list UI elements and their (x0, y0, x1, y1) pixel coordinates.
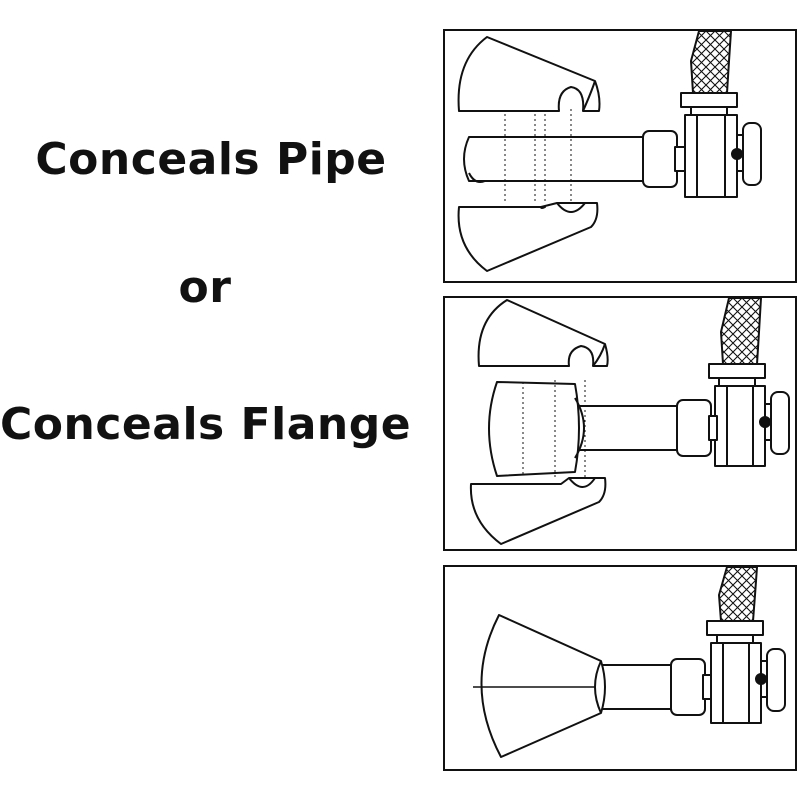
braided-hose (719, 567, 757, 621)
braided-hose (691, 31, 731, 93)
valve-body (715, 386, 765, 466)
escutcheon-assembled-illustration (445, 567, 795, 769)
valve-body (711, 643, 761, 723)
diagram-panel-conceals-pipe (443, 29, 797, 283)
compression-nut (681, 93, 737, 107)
pipe-escutcheon-exploded-illustration (445, 31, 795, 281)
valve-handle-icon (771, 392, 789, 454)
escutcheon-bottom-half (471, 478, 606, 544)
valve-handle-icon (743, 123, 761, 185)
caption-conceals-pipe: Conceals Pipe (35, 134, 387, 185)
escutcheon-top-half (479, 300, 608, 366)
escutcheon-bottom-half (459, 203, 598, 271)
flange-escutcheon-exploded-illustration (445, 298, 795, 549)
valve-handle-icon (767, 649, 785, 711)
diagram-panel-conceals-flange (443, 296, 797, 551)
compression-nut (709, 364, 765, 378)
caption-conceals-flange: Conceals Flange (0, 399, 412, 450)
diagram-panel-assembled (443, 565, 797, 771)
escutcheon-assembled (481, 615, 605, 757)
pipe (464, 137, 643, 181)
flange (489, 382, 579, 476)
caption-or: or (178, 262, 232, 313)
compression-nut (707, 621, 763, 635)
escutcheon-top-half (459, 37, 600, 111)
valve-body (685, 115, 737, 197)
braided-hose (721, 298, 761, 364)
pipe (577, 406, 677, 450)
